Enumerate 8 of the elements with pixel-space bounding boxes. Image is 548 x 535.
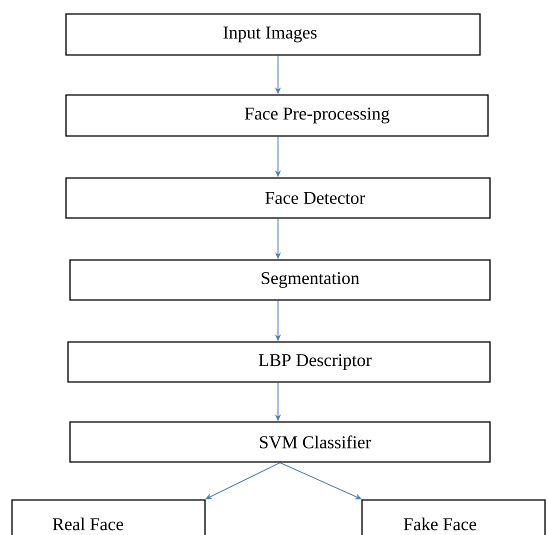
process-box: Face Detector — [65, 177, 491, 219]
process-box: Input Images — [65, 13, 481, 56]
process-box: Segmentation — [69, 259, 491, 301]
process-box: Face Pre-processing — [65, 94, 489, 137]
process-box: SVM Classifier — [69, 421, 491, 463]
process-box: LBP Descriptor — [67, 341, 491, 383]
process-box: Fake Face — [361, 499, 546, 535]
process-box: Real Face — [11, 499, 206, 535]
